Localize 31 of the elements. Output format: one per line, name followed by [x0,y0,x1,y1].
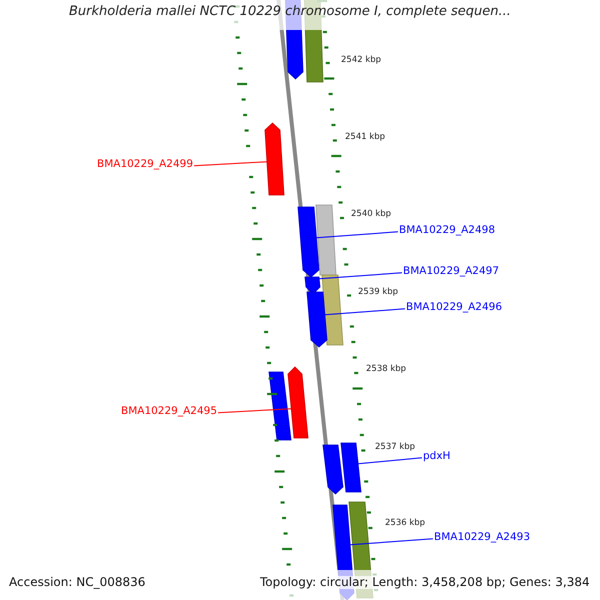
gene-feature [288,366,308,438]
scale-label: 2536 kbp [385,519,426,528]
leader-line [316,231,398,238]
gene-label: BMA10229_A2495 [121,406,218,418]
gene-feature [340,442,362,492]
gene-label: BMA10229_A2499 [97,159,194,171]
gene-label: BMA10229_A2498 [399,225,496,237]
gene-label: BMA10229_A2496 [406,302,502,314]
scale-label: 2537 kbp [375,443,416,452]
gene-label: BMA10229_A2493 [434,532,530,544]
scale-label: 2539 kbp [358,288,398,298]
scale-label: 2541 kbp [345,133,386,142]
genome-summary-text: Topology: circular; Length: 3,458,208 bp; Genes: 3,384 [260,576,590,590]
gene-label: pdxH [423,451,450,463]
title: Burkholderia mallei NCTC 10229 chromosome I, complete sequen... [69,4,511,19]
leader-line [218,408,292,414]
leader-line [194,161,268,166]
leader-line [318,272,402,280]
leader-line [358,457,422,464]
gene-feature [322,274,344,346]
scale-label: 2538 kbp [366,365,406,374]
gene-feature [316,204,336,276]
leader-line [350,538,434,546]
scale-label: 2542 kbp [341,56,382,66]
gene-feature [268,372,292,440]
leader-line [324,308,406,316]
gene-feature [264,122,284,196]
accession-text: Accession: NC_008836 [9,576,146,590]
gene-label: BMA10229_A2497 [403,266,500,278]
gene-feature [322,444,344,495]
scale-label: 2540 kbp [351,210,392,220]
